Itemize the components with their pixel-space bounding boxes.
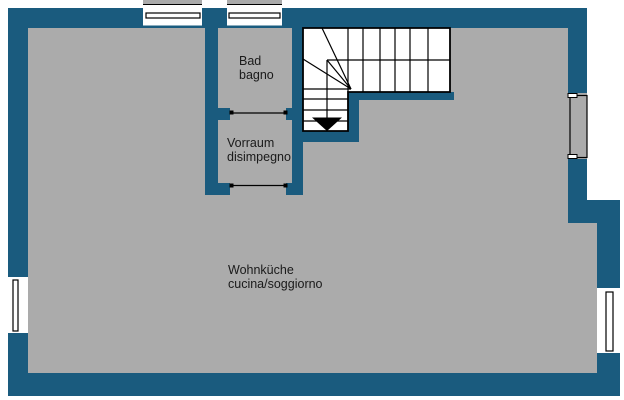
door-right-upper	[567, 93, 588, 159]
door-hallway	[229, 183, 288, 195]
floor-area	[28, 28, 597, 373]
stairs-down-arrow-icon	[312, 117, 342, 131]
window-left	[8, 277, 28, 333]
window-top-left	[143, 0, 202, 28]
wall-under-stair-run	[351, 92, 454, 100]
door-bathroom	[229, 108, 288, 120]
window-top-bathroom	[227, 0, 282, 28]
stair-treads	[302, 27, 450, 122]
wall-stair-right	[348, 92, 359, 132]
staircase	[302, 27, 451, 132]
wall-stair-bottom	[302, 131, 359, 142]
window-right-lower	[597, 288, 620, 353]
wall-bath-left	[205, 28, 218, 195]
wall-bath-right	[292, 28, 303, 195]
outer-wall	[8, 8, 620, 396]
